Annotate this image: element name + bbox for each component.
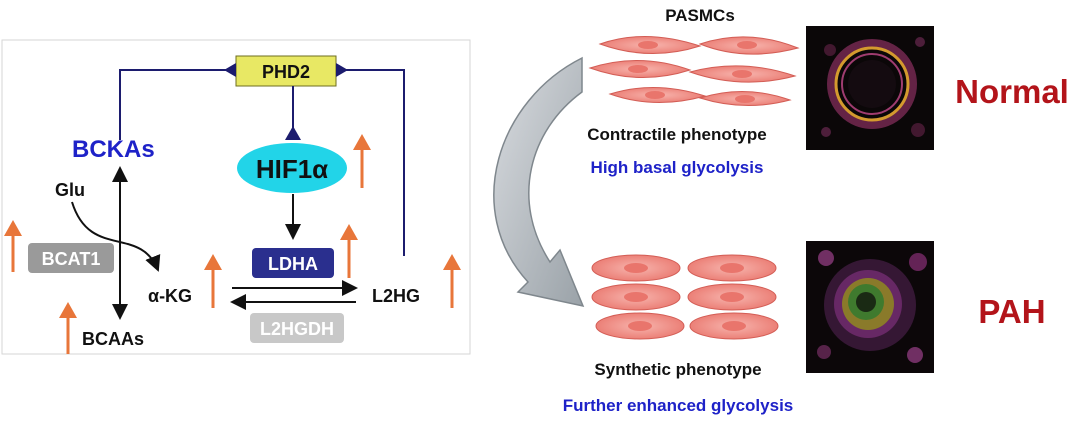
pah-micrograph-image — [806, 241, 934, 373]
glu-to-akg-curve — [71, 201, 161, 272]
l2hg-label: L2HG — [372, 286, 420, 306]
phd2-to-hif1a-inhibition — [285, 86, 301, 140]
normal-condition-label: Normal — [955, 73, 1069, 110]
hif1a-up-arrow-icon — [353, 134, 371, 188]
bcaas-label: BCAAs — [82, 329, 144, 349]
phd2-node: PHD2 — [235, 55, 337, 87]
bcat1-node: BCAT1 — [28, 243, 114, 273]
bcaas-up-arrow-icon — [59, 302, 77, 354]
phenotype-transition-arrow — [493, 56, 585, 308]
l2hgdh-node: L2HGDH — [250, 313, 344, 343]
bcat1-label: BCAT1 — [42, 249, 101, 269]
phd2-label: PHD2 — [262, 62, 310, 82]
bckas-to-phd2-inhibition — [119, 63, 236, 140]
l2hgdh-label: L2HGDH — [260, 319, 334, 339]
glu-label: Glu — [55, 180, 85, 200]
akg-up-arrow-icon — [204, 254, 222, 308]
pasmcs-header: PASMCs — [665, 6, 735, 25]
normal-micrograph-image — [806, 26, 934, 150]
ldha-up-arrow-icon — [340, 224, 358, 278]
contractile-cells-illustration — [588, 35, 800, 106]
hif1a-label: HIF1α — [256, 154, 328, 184]
high-basal-glycolysis-label: High basal glycolysis — [591, 158, 764, 177]
ldha-label: LDHA — [268, 254, 318, 274]
l2hg-to-phd2-inhibition — [336, 63, 405, 256]
synthetic-cells-illustration — [591, 254, 779, 340]
pah-condition-label: PAH — [978, 293, 1045, 330]
synthetic-phenotype-label: Synthetic phenotype — [594, 360, 761, 379]
ldha-node: LDHA — [252, 248, 334, 278]
further-enhanced-glycolysis-label: Further enhanced glycolysis — [563, 396, 794, 415]
bckas-label: BCKAs — [72, 136, 155, 163]
contractile-phenotype-label: Contractile phenotype — [587, 125, 766, 144]
bcat1-up-arrow-icon — [4, 220, 22, 272]
l2hg-up-arrow-icon — [443, 254, 461, 308]
hif1a-node: HIF1α — [237, 143, 347, 193]
akg-label: α-KG — [148, 286, 192, 306]
